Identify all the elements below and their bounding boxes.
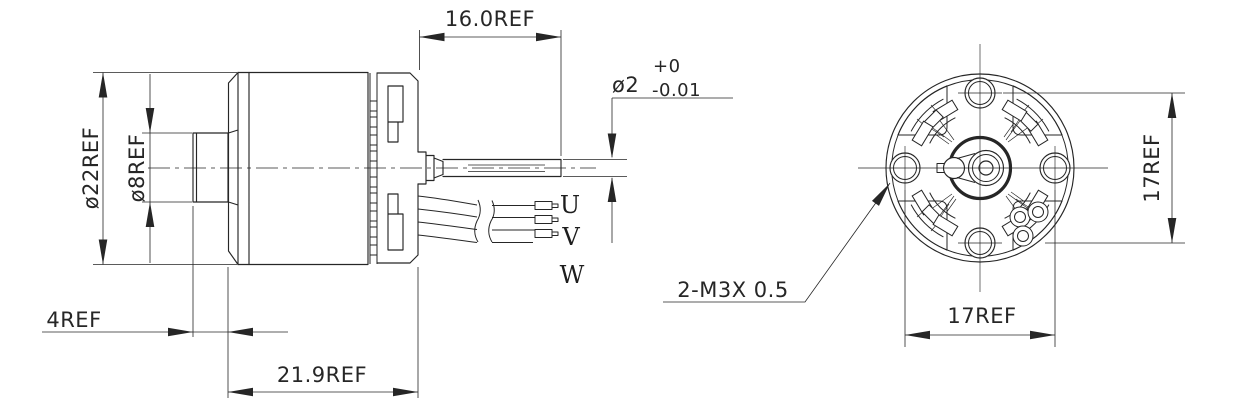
wire-exit-holes [1009, 201, 1049, 247]
keyhole-bridge-lines [956, 153, 976, 183]
shaft-diameter-nominal-text: ø2 [612, 73, 639, 97]
dimension-arrowhead [98, 239, 108, 265]
dim-hole-spacing-vertical-text: 17REF [1140, 133, 1164, 202]
dimension-arrowhead [145, 108, 155, 133]
mount-flange [376, 72, 419, 264]
dim-hole-spacing-horizontal-text: 17REF [947, 304, 1016, 328]
dimension-hole-spacing-vertical: 17REF [1140, 93, 1177, 243]
wire-break-lines [474, 199, 495, 243]
wire-label-u: U [560, 191, 580, 219]
dim-shaft-length-text: 16.0REF [445, 7, 535, 31]
side-extension-lines [93, 30, 627, 398]
front-view: 17REF 17REF 2-M3X 0.5 [663, 44, 1185, 347]
dimension-arrowhead [145, 202, 155, 227]
leader-arrowhead [871, 180, 894, 206]
bell-cylinder [237, 71, 369, 266]
dimension-arrowhead [607, 133, 617, 159]
dimension-arrowhead [1167, 93, 1177, 118]
wire-label-v: V [561, 223, 580, 251]
dimension-body-diameter: ø22REF [79, 72, 108, 265]
dim-body-diameter-text: ø22REF [79, 127, 103, 210]
dim-boss-diameter-text: ø8REF [125, 134, 149, 203]
shaft-tolerance-lower-text: -0.01 [652, 80, 701, 101]
dimension-arrowhead [98, 72, 108, 98]
dimension-arrowhead [393, 387, 418, 397]
dimension-arrowhead [228, 327, 253, 337]
dimension-shaft-diameter: ø2 +0 -0.01 [607, 56, 733, 243]
wire-label-w: W [560, 261, 585, 289]
dimension-arrowhead [419, 32, 445, 42]
vent-slots [369, 73, 378, 264]
dimension-arrowhead [228, 387, 253, 397]
connector-pins [534, 201, 559, 238]
dim-boss-length-text: 4REF [46, 308, 101, 332]
dimension-boss-diameter: ø8REF [125, 74, 155, 263]
callout-leader-line [663, 182, 891, 303]
dim-body-length-text: 21.9REF [277, 363, 367, 387]
dimension-arrowhead [607, 177, 617, 202]
dimension-arrowhead [905, 330, 930, 340]
shaft [442, 158, 562, 178]
dimension-arrowhead [1030, 330, 1055, 340]
mount-hole-callout: 2-M3X 0.5 [663, 180, 894, 303]
dimension-hole-spacing-horizontal: 17REF [905, 304, 1055, 340]
dimension-arrowhead [168, 327, 193, 337]
side-view: U V W ø22REF ø8REF 4REF [42, 7, 733, 398]
front-extension-lines [904, 92, 1185, 347]
bell-cap [227, 71, 250, 266]
dimension-arrowhead [1167, 218, 1177, 243]
shaft-tolerance-upper-text: +0 [653, 56, 681, 77]
front-centerlines [858, 44, 1108, 292]
dimension-shaft-length: 16.0REF [419, 7, 561, 42]
mount-hole-callout-text: 2-M3X 0.5 [677, 278, 788, 302]
front-boss [192, 132, 229, 203]
dimension-body-length: 21.9REF [228, 363, 418, 397]
wire-bundle [417, 195, 559, 243]
bearing-boss [417, 151, 444, 185]
dimension-boss-length: 4REF [42, 308, 288, 337]
shaft-surface-lines [468, 164, 545, 172]
dimension-arrowhead [536, 32, 561, 42]
